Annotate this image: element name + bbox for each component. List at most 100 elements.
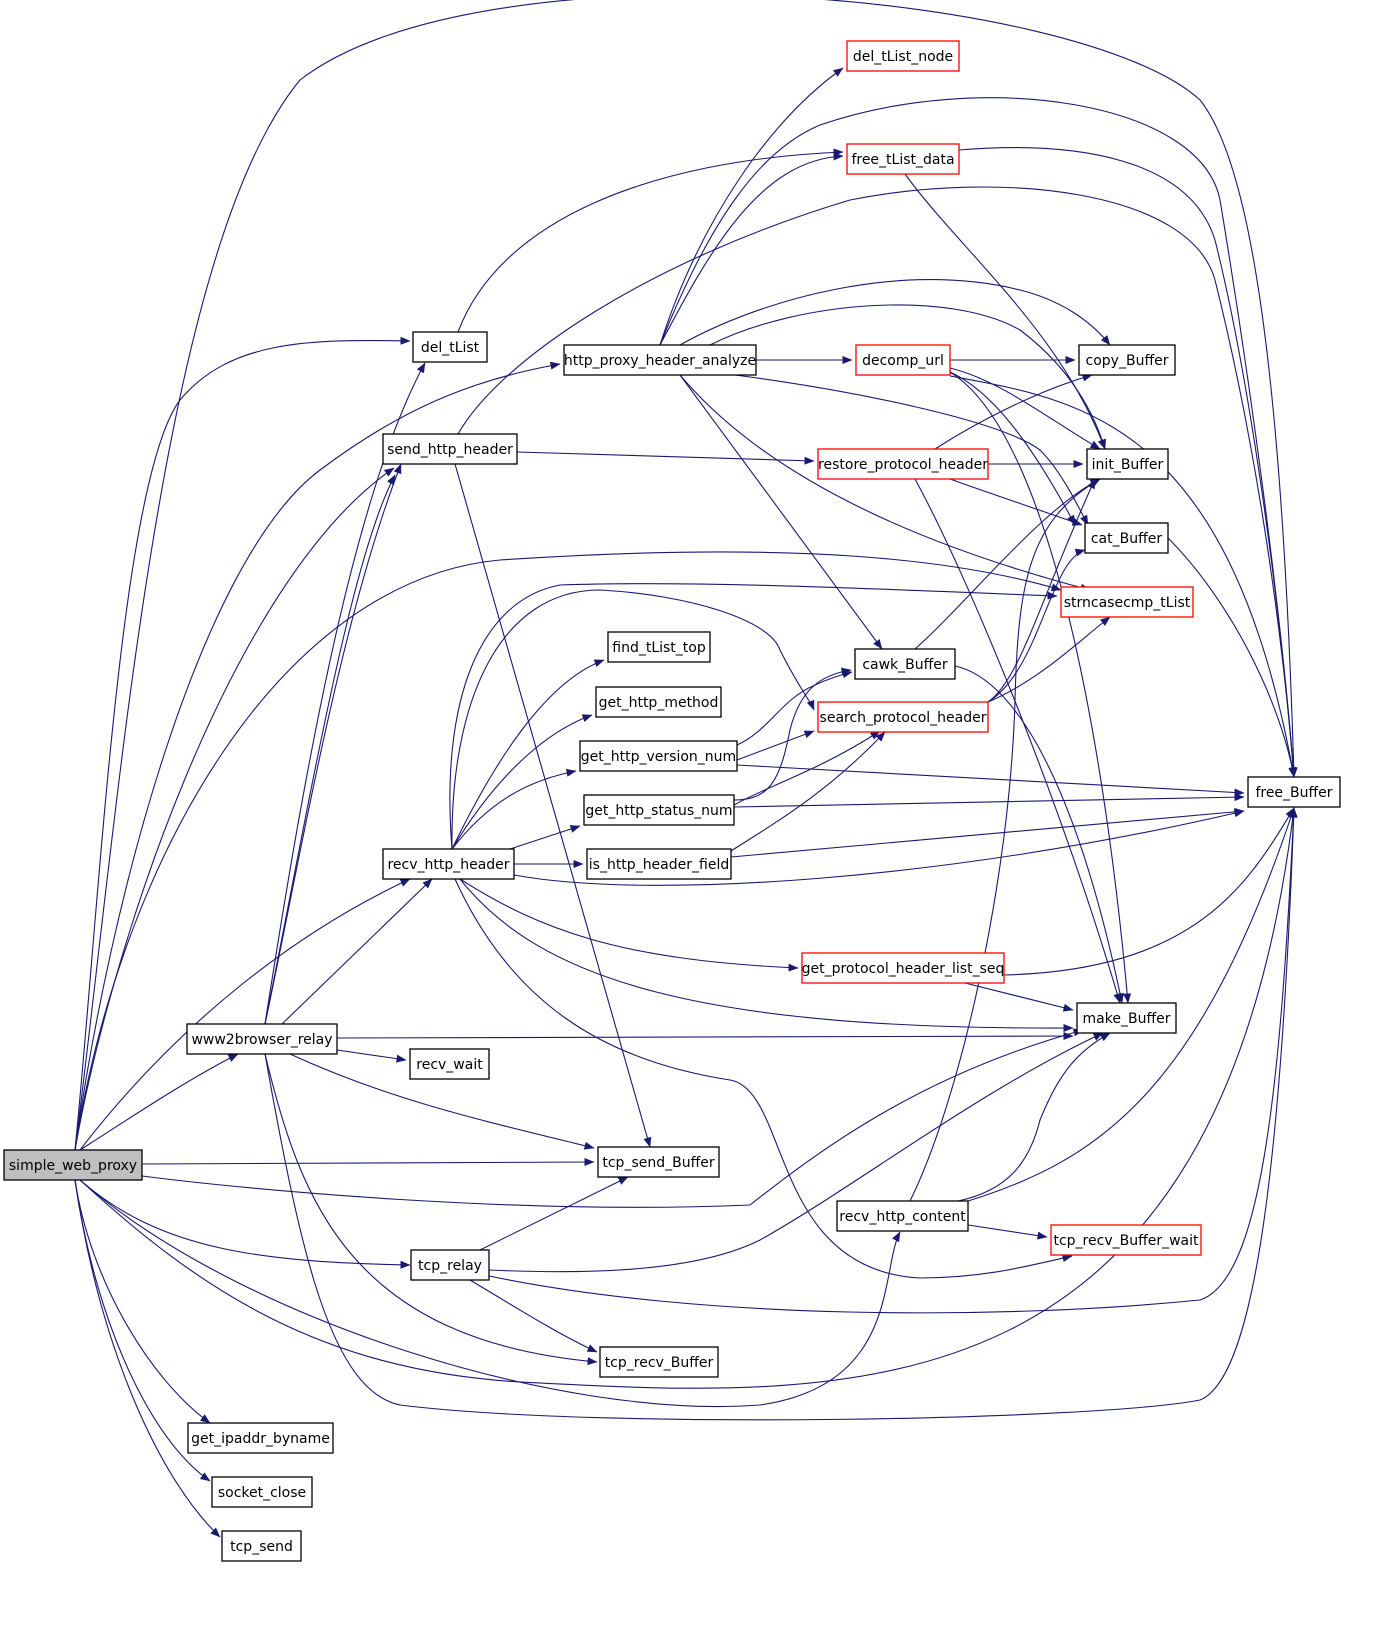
node-free_tList_data[interactable]: free_tList_data — [846, 143, 960, 175]
edge-line — [949, 367, 1101, 450]
edge-simple_web_proxy-to-tcp_relay — [79, 1179, 411, 1269]
edge-www2browser_relay-to-tcp_recv_Buffer — [264, 1053, 598, 1366]
node-label: recv_http_content — [839, 1209, 966, 1225]
node-label: del_tList_node — [853, 49, 953, 65]
node-label: search_protocol_header — [820, 710, 987, 726]
edge-simple_web_proxy-to-strncasecmp_tList — [74, 551, 1062, 1151]
edge-recv_http_header-to-make_Buffer — [459, 878, 1074, 1033]
node-socket_close[interactable]: socket_close — [211, 1476, 313, 1508]
edge-recv_http_header-to-get_http_method — [451, 714, 593, 850]
node-get_protocol_header_list_seq[interactable]: get_protocol_header_list_seq — [801, 952, 1005, 984]
edge-http_proxy_header_analyze-to-cat_Buffer — [734, 374, 1089, 526]
node-label: get_http_status_num — [585, 803, 732, 819]
edge-line — [264, 474, 396, 1025]
node-free_Buffer[interactable]: free_Buffer — [1247, 776, 1341, 808]
node-box — [1076, 1002, 1177, 1034]
edge-line — [964, 982, 1074, 1012]
edge-recv_http_header-to-tcp_recv_Buffer_wait — [454, 878, 1073, 1279]
node-cat_Buffer[interactable]: cat_Buffer — [1084, 522, 1169, 554]
node-box — [846, 143, 960, 175]
node-cawk_Buffer[interactable]: cawk_Buffer — [854, 648, 956, 680]
node-del_tList[interactable]: del_tList — [412, 331, 488, 363]
node-tcp_send_Buffer[interactable]: tcp_send_Buffer — [597, 1146, 720, 1178]
node-http_proxy_header_analyze[interactable]: http_proxy_header_analyze — [563, 344, 757, 376]
edge-send_http_header-to-restore_protocol_header — [516, 451, 815, 465]
edge-simple_web_proxy-to-free_Buffer — [79, 807, 1297, 1389]
node-search_protocol_header[interactable]: search_protocol_header — [817, 701, 989, 733]
node-decomp_url[interactable]: decomp_url — [855, 344, 951, 376]
edge-restore_protocol_header-to-cat_Buffer — [949, 478, 1083, 526]
node-make_Buffer[interactable]: make_Buffer — [1076, 1002, 1177, 1034]
node-send_http_header[interactable]: send_http_header — [382, 433, 518, 465]
edge-get_protocol_header_list_seq-to-free_Buffer — [1003, 807, 1295, 976]
edge-line — [79, 878, 411, 1151]
node-get_http_status_num[interactable]: get_http_status_num — [583, 794, 735, 826]
node-box — [597, 1146, 720, 1178]
node-find_tList_top[interactable]: find_tList_top — [607, 631, 711, 663]
edge-line — [957, 1032, 1111, 1202]
node-box — [855, 344, 951, 376]
edge-recv_http_content-to-make_Buffer — [957, 1032, 1111, 1202]
node-box — [595, 686, 722, 718]
node-recv_http_content[interactable]: recv_http_content — [836, 1200, 969, 1232]
edge-is_http_header_field-to-search_protocol_header — [730, 731, 886, 852]
edge-www2browser_relay-to-send_http_header — [264, 474, 396, 1025]
node-del_tList_node[interactable]: del_tList_node — [846, 40, 960, 72]
edge-line — [949, 371, 1076, 526]
node-get_http_version_num[interactable]: get_http_version_num — [579, 740, 738, 772]
edge-decomp_url-to-cat_Buffer — [949, 371, 1076, 526]
edge-http_proxy_header_analyze-to-del_tList_node — [659, 67, 844, 346]
edge-recv_http_header-to-free_Buffer — [513, 809, 1245, 886]
node-get_ipaddr_byname[interactable]: get_ipaddr_byname — [187, 1422, 334, 1454]
node-init_Buffer[interactable]: init_Buffer — [1086, 448, 1169, 480]
edge-line — [264, 362, 426, 1025]
node-tcp_send[interactable]: tcp_send — [221, 1530, 302, 1562]
edge-www2browser_relay-to-free_Buffer — [264, 807, 1298, 1421]
node-box — [1078, 344, 1176, 376]
node-box — [187, 1422, 334, 1454]
node-box — [599, 1346, 719, 1378]
node-label: http_proxy_header_analyze — [564, 353, 756, 369]
edge-cat_Buffer-to-free_Buffer — [1167, 537, 1297, 778]
edge-line — [79, 1053, 239, 1151]
node-tcp_relay[interactable]: tcp_relay — [410, 1249, 490, 1281]
edge-recv_http_header-to-strncasecmp_tList — [449, 583, 1058, 850]
edge-line — [74, 361, 561, 1151]
node-label: tcp_send — [230, 1539, 293, 1555]
node-box — [854, 648, 956, 680]
edge-layer — [74, 0, 1298, 1538]
node-box — [1247, 776, 1341, 808]
node-is_http_header_field[interactable]: is_http_header_field — [586, 848, 732, 880]
edge-line — [264, 463, 402, 1025]
edge-http_proxy_header_analyze-to-copy_Buffer — [679, 279, 1111, 346]
edge-line — [74, 1179, 211, 1424]
edge-line — [488, 1032, 1104, 1273]
edge-line — [904, 173, 1106, 450]
node-tcp_recv_Buffer_wait[interactable]: tcp_recv_Buffer_wait — [1050, 1224, 1202, 1256]
edge-line — [909, 478, 1101, 1202]
node-recv_http_header[interactable]: recv_http_header — [382, 848, 515, 880]
node-www2browser_relay[interactable]: www2browser_relay — [186, 1023, 338, 1055]
node-copy_Buffer[interactable]: copy_Buffer — [1078, 344, 1176, 376]
edge-recv_http_content-to-free_Buffer — [967, 807, 1295, 1202]
edge-line — [74, 0, 1298, 1151]
edge-line — [457, 186, 1298, 778]
node-tcp_recv_Buffer[interactable]: tcp_recv_Buffer — [599, 1346, 719, 1378]
node-layer: simple_web_proxy del_tList_node free_tList… — [3, 40, 1341, 1562]
node-label: socket_close — [218, 1485, 306, 1501]
edge-www2browser_relay-to-del_tList — [264, 362, 426, 1025]
edge-line — [733, 730, 881, 806]
edge-http_proxy_header_analyze-to-strncasecmp_tList — [679, 374, 1091, 592]
edge-get_http_status_num-to-cawk_Buffer — [733, 667, 852, 801]
node-box — [3, 1149, 143, 1181]
node-restore_protocol_header[interactable]: restore_protocol_header — [817, 448, 989, 480]
edge-recv_http_header-to-get_http_status_num — [509, 825, 581, 850]
edge-simple_web_proxy-to-make_Buffer — [141, 1028, 1084, 1208]
node-recv_wait[interactable]: recv_wait — [409, 1048, 490, 1080]
edge-get_http_version_num-to-search_protocol_header — [736, 730, 815, 761]
node-strncasecmp_tList[interactable]: strncasecmp_tList — [1060, 586, 1194, 618]
node-simple_web_proxy[interactable]: simple_web_proxy — [3, 1149, 143, 1181]
node-label: get_http_version_num — [581, 749, 736, 765]
edge-tcp_relay-to-tcp_send_Buffer — [479, 1176, 629, 1251]
node-get_http_method[interactable]: get_http_method — [595, 686, 722, 718]
